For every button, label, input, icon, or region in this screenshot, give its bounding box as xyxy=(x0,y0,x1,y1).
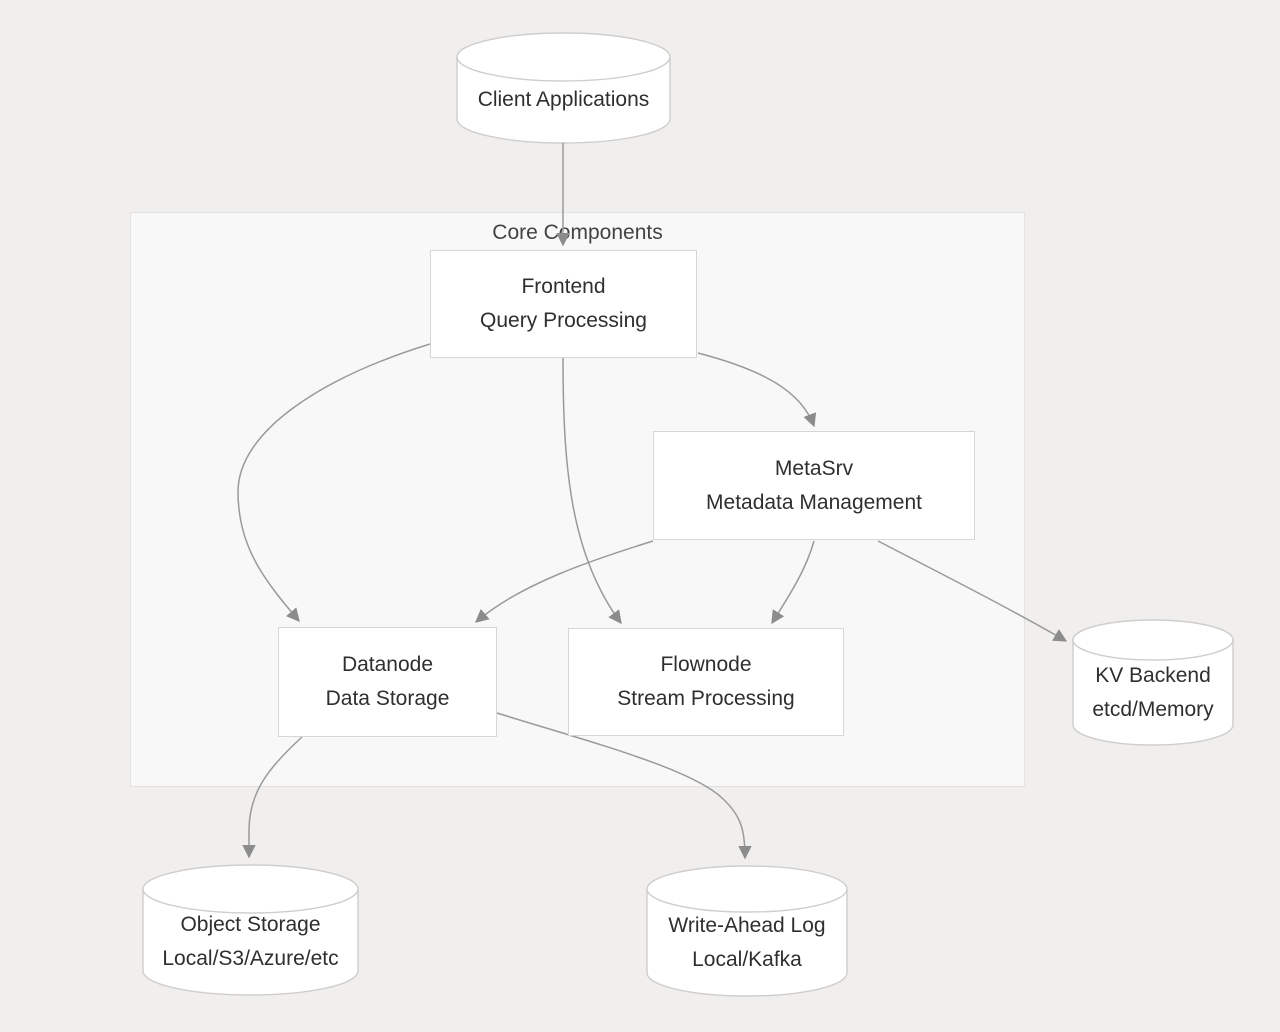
wal-cylinder-rim xyxy=(646,865,848,913)
edge-frontend-to-flownode xyxy=(562,357,622,625)
objectstorage-cylinder-body xyxy=(142,888,359,996)
edge-metasrv-to-datanode xyxy=(474,540,654,623)
metasrv-label-1: MetaSrv xyxy=(774,456,854,480)
edge-frontend-to-metasrv xyxy=(697,352,817,428)
datanode-label-1: Datanode xyxy=(341,653,434,676)
edge-metasrv-to-flownode xyxy=(771,540,815,625)
kv-cylinder-body xyxy=(1072,639,1234,746)
frontend-label-1: Frontend xyxy=(521,275,606,298)
edge-frontend-to-datanode xyxy=(237,343,431,623)
client-cylinder-rim xyxy=(456,32,671,82)
core-components-title: Core Components xyxy=(492,221,663,244)
datanode-label-2: Data Storage xyxy=(325,687,450,710)
objectstorage-cylinder-rim xyxy=(142,864,359,914)
frontend-label-2: Query Processing xyxy=(480,309,647,332)
edge-datanode-to-wal xyxy=(496,712,752,860)
metasrv-label-2: Metadata Management xyxy=(706,490,922,514)
flownode-label-2: Stream Processing xyxy=(617,687,795,710)
wal-cylinder-body xyxy=(646,888,848,997)
flownode-label-1: Flownode xyxy=(660,653,752,676)
edge-metasrv-to-kv xyxy=(877,540,1068,642)
kv-cylinder-rim xyxy=(1072,619,1234,661)
edge-datanode-to-objectstorage xyxy=(242,736,303,859)
